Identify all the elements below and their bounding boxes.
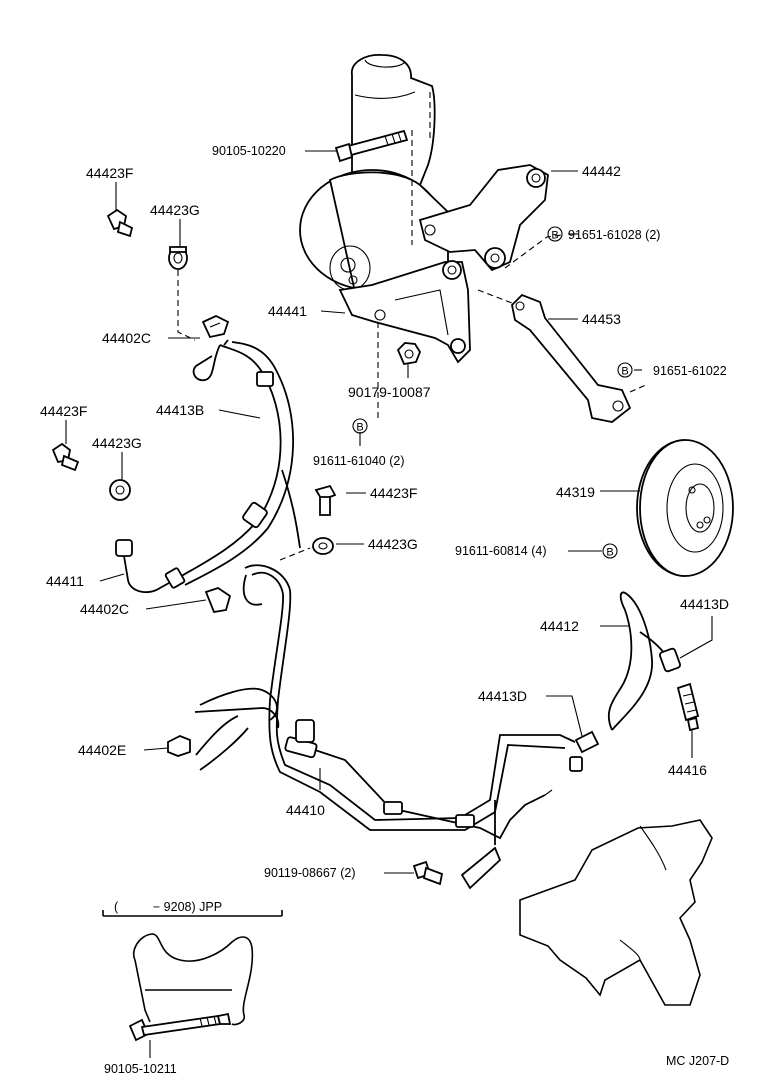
label-44453: 44453: [582, 311, 621, 327]
label-44402c-lower: 44402C: [80, 601, 129, 617]
label-44413b: 44413B: [156, 402, 204, 418]
pulley-44319[interactable]: [636, 439, 734, 577]
stay-44453[interactable]: [477, 289, 632, 423]
hose-44413b[interactable]: [177, 339, 301, 586]
footer-code: MC J207-D: [666, 1054, 729, 1068]
hose-44412[interactable]: [607, 591, 669, 731]
svg-text:B: B: [606, 547, 613, 559]
b-marker-1: B: [547, 226, 563, 242]
bracket-44441[interactable]: [338, 260, 471, 364]
nut-90179-10087[interactable]: [396, 342, 422, 366]
gasket-44423g-right[interactable]: [312, 537, 334, 555]
svg-text:B: B: [621, 366, 628, 378]
label-90179-10087: 90179-10087: [348, 384, 431, 400]
return-hose-segment[interactable]: [194, 687, 280, 771]
clip-44402e[interactable]: [167, 735, 191, 757]
label-44410: 44410: [286, 802, 325, 818]
label-44423g-mid: 44423G: [92, 435, 142, 451]
label-90105-10220: 90105-10220: [212, 144, 286, 158]
b-marker-2: B: [617, 362, 633, 378]
union-bolt-44423f-right[interactable]: [314, 484, 337, 516]
label-44416: 44416: [668, 762, 707, 778]
bracket-44442[interactable]: [418, 164, 549, 272]
clip-44413d-mid[interactable]: [569, 730, 600, 772]
bolt-90119-08667[interactable]: [412, 860, 444, 886]
label-90119-08667: 90119-08667 (2): [264, 866, 356, 880]
svg-text:B: B: [551, 230, 558, 242]
label-44411: 44411: [46, 573, 84, 589]
bolt-90105-10220[interactable]: [334, 129, 409, 163]
label-44423g-top: 44423G: [150, 202, 200, 218]
bolt-90105-10211[interactable]: [128, 1012, 232, 1042]
label-44319: 44319: [556, 484, 595, 500]
union-bolt-44423f-top[interactable]: [106, 208, 134, 238]
tube-44411[interactable]: [115, 539, 186, 594]
label-44423f-right: 44423F: [370, 485, 417, 501]
power-steering-pump: [299, 54, 449, 295]
label-90105-10211: 90105-10211: [104, 1062, 177, 1076]
label-44402c-top: 44402C: [102, 330, 151, 346]
pressure-tube-44410[interactable]: [242, 564, 576, 890]
inset-jpp: [102, 910, 283, 1042]
label-44423f-mid: 44423F: [40, 403, 87, 419]
label-44423f-top: 44423F: [86, 165, 133, 181]
b-marker-3: B: [352, 418, 368, 434]
label-91651-61022: 91651-61022: [653, 364, 727, 378]
gasket-44423g-mid[interactable]: [109, 479, 131, 501]
label-44413d-mid: 44413D: [478, 688, 527, 704]
b-marker-4: B: [602, 543, 618, 559]
union-bolt-44423f-mid[interactable]: [51, 442, 80, 472]
label-91651-61028: 91651-61028 (2): [568, 228, 660, 242]
label-91611-60814: 91611-60814 (4): [455, 544, 547, 558]
leader-lines: [65, 150, 713, 1058]
label-44413d-right: 44413D: [680, 596, 729, 612]
clip-44413d-right[interactable]: [659, 647, 681, 673]
steering-gear-housing: [519, 819, 713, 1006]
clamp-44402c-lower[interactable]: [204, 587, 232, 614]
label-44441: 44441: [268, 303, 307, 319]
label-44423g-right: 44423G: [368, 536, 418, 552]
label-inset-jpp: ( − 9208) JPP: [114, 900, 222, 914]
control-valve-44416[interactable]: [676, 682, 700, 732]
svg-text:B: B: [356, 422, 363, 434]
label-44412: 44412: [540, 618, 579, 634]
label-44442: 44442: [582, 163, 621, 179]
clamp-44402c-top[interactable]: [201, 315, 230, 339]
label-91611-61040: 91611-61040 (2): [313, 454, 405, 468]
gasket-44423g-top[interactable]: [168, 246, 188, 270]
label-44402e: 44402E: [78, 742, 126, 758]
